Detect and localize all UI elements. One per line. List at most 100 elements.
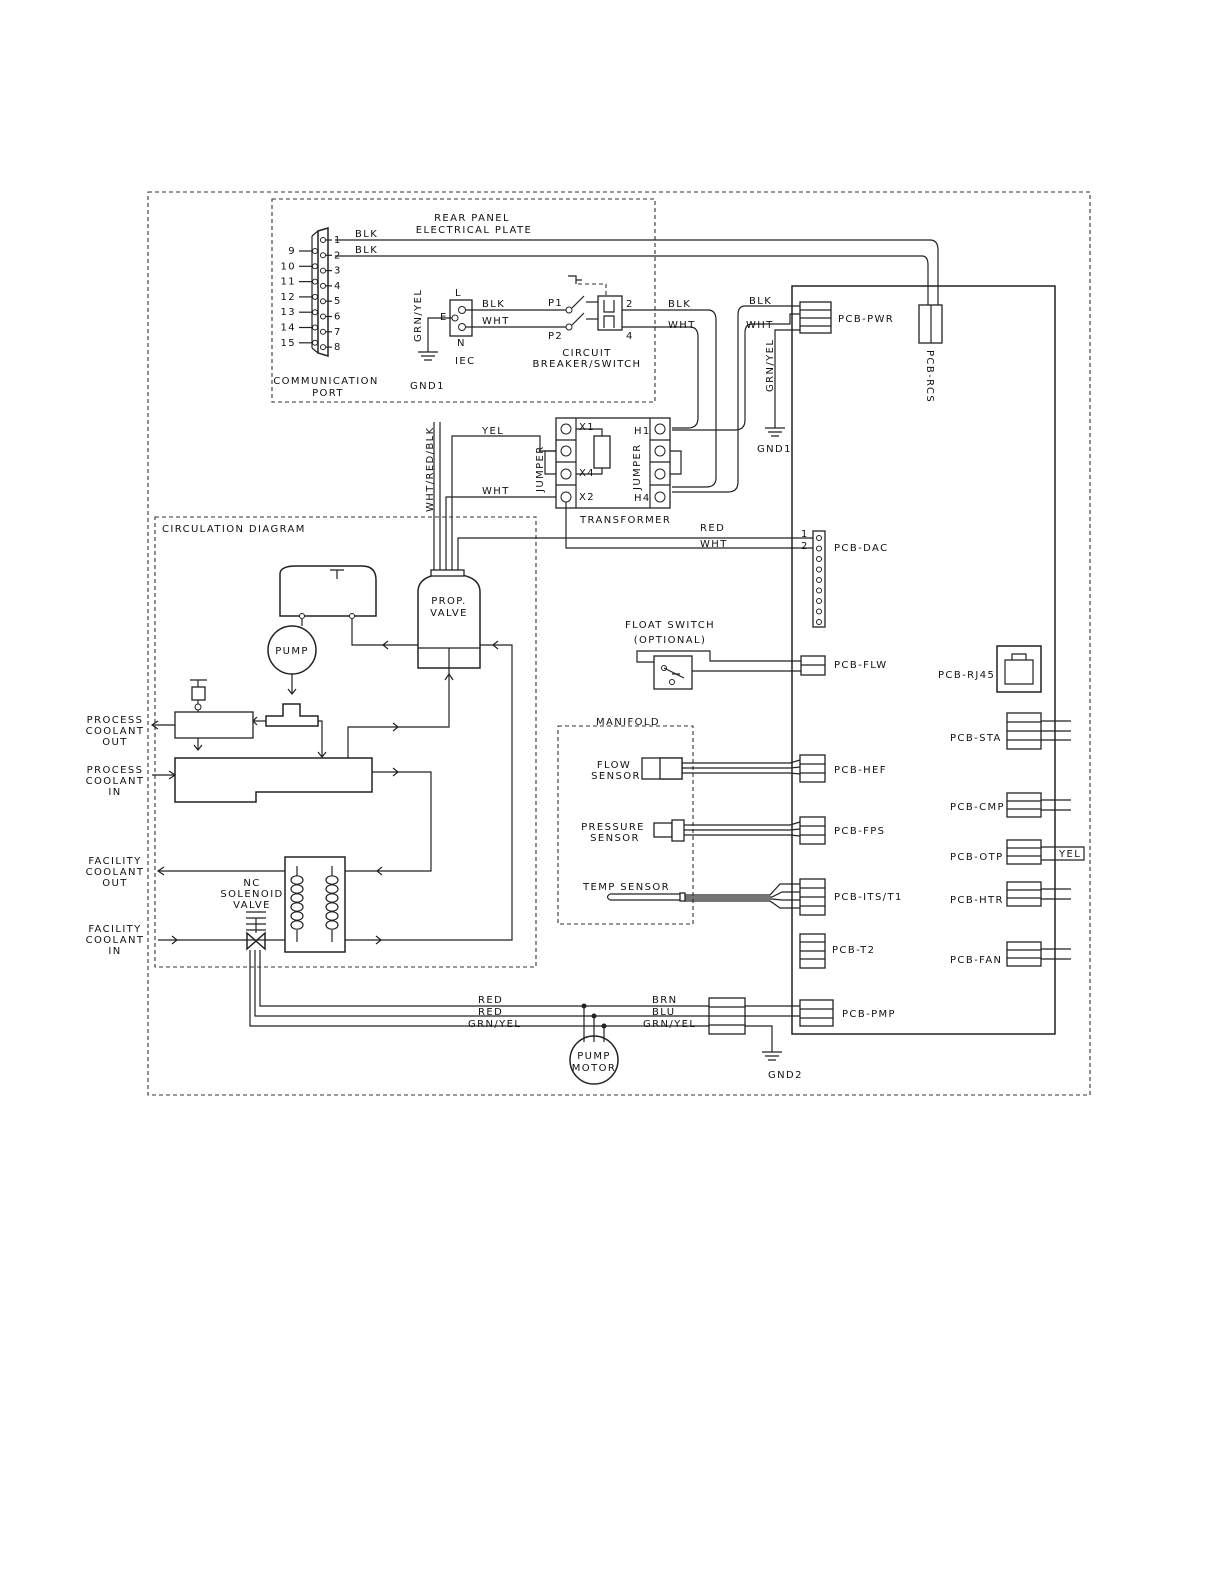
wire-label-wht-red-blk: WHT/RED/BLK xyxy=(425,426,436,512)
reservoir xyxy=(279,565,377,619)
float-switch-label: FLOAT SWITCH xyxy=(625,620,715,631)
iec-pin-e: E xyxy=(440,312,448,323)
port-pin-7 xyxy=(320,328,326,335)
wire-label-breaker-wht: WHT xyxy=(668,320,696,331)
jumper-label-right: JUMPER xyxy=(632,443,643,491)
pcb-fan-connector xyxy=(1006,941,1042,967)
port-pin-label-9: 9 xyxy=(288,246,296,257)
wire-label-wht-x2: WHT xyxy=(482,486,510,497)
float-switch-optional: (OPTIONAL) xyxy=(634,635,707,646)
pressure-sensor-label-1: PRESSURE xyxy=(581,822,645,833)
wire-label-iec-wht: WHT xyxy=(482,316,510,327)
pcb-hef-connector xyxy=(799,754,826,783)
breaker-p1: P1 xyxy=(548,298,563,309)
condenser xyxy=(284,856,346,953)
jumper-label-left: JUMPER xyxy=(535,445,546,493)
port-pin-label-14: 14 xyxy=(280,323,296,334)
wire-port-pin2-blk xyxy=(335,255,929,305)
port-pin-8 xyxy=(320,344,326,351)
port-pin-label-6: 6 xyxy=(334,312,342,323)
process-coolant-out-1: PROCESS xyxy=(87,715,144,726)
dac-pin xyxy=(816,577,822,583)
transformer-x2: X2 xyxy=(579,492,595,503)
facility-coolant-in-1: FACILITY xyxy=(88,924,141,935)
pcb-pwr-label: PCB-PWR xyxy=(838,314,894,325)
filter-block xyxy=(174,679,254,751)
breaker-switch-label: BREAKER/SWITCH xyxy=(533,359,642,370)
pcb-otp-label: PCB-OTP xyxy=(950,852,1004,863)
process-coolant-in-3: IN xyxy=(108,787,121,798)
pcb-flw-label: PCB-FLW xyxy=(834,660,888,671)
circuit-breaker-switch xyxy=(565,275,623,331)
gnd1-left-label: GND1 xyxy=(410,381,445,392)
wire-dac-wht xyxy=(457,537,814,572)
circuit-label: CIRCUIT xyxy=(562,348,612,359)
wire-pressure-sensor xyxy=(684,821,801,837)
pump-motor-label-2: MOTOR xyxy=(572,1063,616,1074)
pcb-rj45-label: PCB-RJ45 xyxy=(938,670,995,681)
dac-pin xyxy=(816,619,822,625)
nc-solenoid-label-2: SOLENOID xyxy=(220,889,283,900)
port-pin-11 xyxy=(312,278,318,285)
electrical-plate-label: ELECTRICAL PLATE xyxy=(416,225,533,236)
iec-inlet xyxy=(418,299,473,361)
port-pin-label-3: 3 xyxy=(334,266,342,277)
wire-label-iec-blk: BLK xyxy=(482,299,505,310)
comm-port-label-2: PORT xyxy=(312,388,344,399)
wire-label-yel-otp: YEL xyxy=(1058,849,1081,860)
facility-coolant-out-2: COOLANT xyxy=(86,867,145,878)
port-pin-5 xyxy=(320,298,326,305)
wire-label-red-a: RED xyxy=(478,995,503,1006)
pcb-itst1-label: PCB-ITS/T1 xyxy=(834,892,903,903)
port-pin-label-8: 8 xyxy=(334,342,342,353)
facility-coolant-out-1: FACILITY xyxy=(88,856,141,867)
facility-coolant-out-3: OUT xyxy=(102,878,128,889)
wire-flow-sensor xyxy=(682,759,801,775)
wire-label-grn-yel-b: GRN/YEL xyxy=(643,1019,696,1030)
port-pin-14 xyxy=(312,324,318,331)
pcb-fps-label: PCB-FPS xyxy=(834,826,885,837)
pcb-dac-label: PCB-DAC xyxy=(834,543,888,554)
port-pin-label-4: 4 xyxy=(334,281,342,292)
wire-label-grn-yel-a: GRN/YEL xyxy=(468,1019,521,1030)
pcb-hef-label: PCB-HEF xyxy=(834,765,887,776)
wire-dac-red xyxy=(565,502,814,549)
wire-prop-valve-wht xyxy=(445,496,556,572)
port-pin-4 xyxy=(320,282,326,289)
main-block xyxy=(174,757,373,803)
wire-pwr-blk xyxy=(672,305,800,493)
iec-ground-wire-label: GRN/YEL xyxy=(413,289,424,342)
wire-pwr-wht xyxy=(672,313,800,431)
pcb-pmp-label: PCB-PMP xyxy=(842,1009,896,1020)
pcb-cmp-connector xyxy=(1006,792,1042,818)
wire-solenoid-red-2 xyxy=(254,950,800,1017)
pressure-sensor-label-2: SENSOR xyxy=(590,833,640,844)
gnd2-label: GND2 xyxy=(768,1070,803,1081)
port-pin-label-5: 5 xyxy=(334,296,342,307)
wire-solenoid-red-1 xyxy=(259,950,800,1007)
transformer-label: TRANSFORMER xyxy=(579,515,671,526)
port-pin-label-11: 11 xyxy=(280,277,296,288)
circulation-diagram-frame xyxy=(154,516,537,968)
wire-label-pwr-blk: BLK xyxy=(749,296,772,307)
port-pin-12 xyxy=(312,293,318,300)
facility-coolant-in-2: COOLANT xyxy=(86,935,145,946)
wire-float-switch xyxy=(636,650,801,663)
port-pin-label-13: 13 xyxy=(280,307,296,318)
gnd1-right-label: GND1 xyxy=(757,444,792,455)
gnd2-symbol xyxy=(762,1051,782,1061)
process-coolant-out-2: COOLANT xyxy=(86,726,145,737)
line-reservoir-return xyxy=(351,619,418,646)
wire-label-red-b: RED xyxy=(478,1007,503,1018)
pcb-fps-connector xyxy=(799,816,826,845)
wire-label-pwr-grn-yel: GRN/YEL xyxy=(765,339,776,392)
port-pin-13 xyxy=(312,309,318,316)
wire-label-red-dac: RED xyxy=(700,523,725,534)
rear-panel-frame xyxy=(271,198,656,403)
port-pin-label-7: 7 xyxy=(334,327,342,338)
dac-pin-2: 2 xyxy=(801,541,809,552)
port-pin-2 xyxy=(320,252,326,259)
dac-pin xyxy=(816,598,822,604)
wire-label-yel: YEL xyxy=(481,426,504,437)
